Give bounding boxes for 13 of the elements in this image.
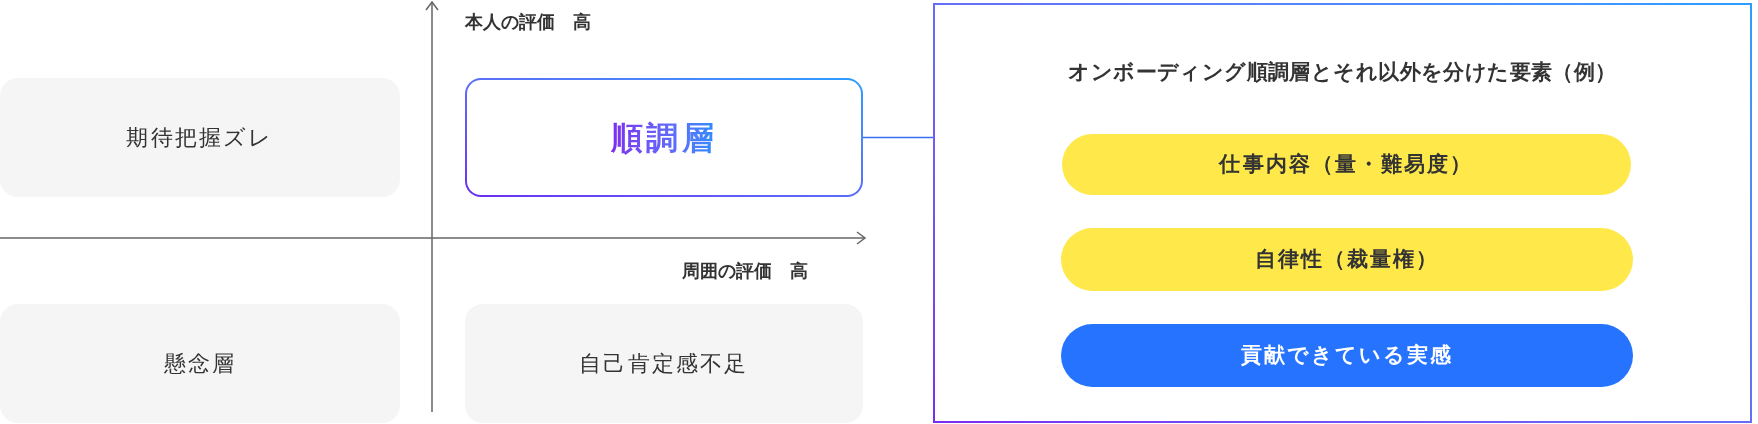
axis-label: 周囲の評価 高 <box>682 259 808 283</box>
factor-panel <box>933 3 1752 423</box>
highlight-box <box>465 78 863 197</box>
pill-label: 仕事内容（量・難易度） <box>1219 150 1474 178</box>
box-label: 期待把握ズレ <box>126 124 274 152</box>
factor-pill <box>1062 134 1631 195</box>
pill-label: 貢献できている実感 <box>1240 341 1454 369</box>
box-label: 自己肯定感不足 <box>579 350 749 378</box>
axis-label: 本人の評価 高 <box>465 10 591 34</box>
connector-line <box>862 136 934 139</box>
pill-label: 自律性（裁量権） <box>1254 245 1440 273</box>
panel-title: オンボーディング順調層とそれ以外を分けた要素（例） <box>1067 59 1618 86</box>
box-label: 懸念層 <box>163 350 237 378</box>
